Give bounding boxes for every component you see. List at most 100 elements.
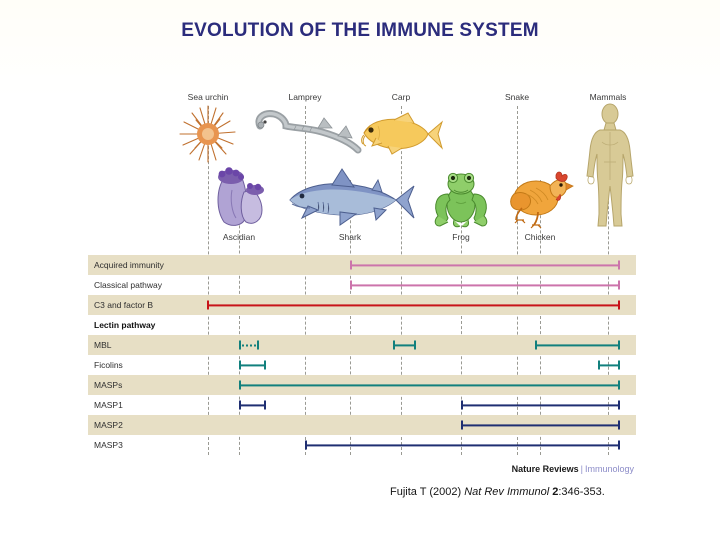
row-label-masps: MASPs bbox=[94, 380, 123, 390]
range-bar-cap-left bbox=[239, 360, 242, 370]
range-bar-cap-left bbox=[461, 400, 464, 410]
timeline-row-masp3: MASP3 bbox=[88, 435, 636, 455]
carp-icon bbox=[358, 110, 444, 156]
row-label-masp3: MASP3 bbox=[94, 440, 123, 450]
timeline-row-c3-and-factor-b: C3 and factor B bbox=[88, 295, 636, 315]
range-bar-mbl-2 bbox=[393, 340, 416, 350]
range-bar-masp1-2 bbox=[461, 400, 620, 410]
range-bar-cap-left bbox=[350, 260, 353, 270]
lineage-line-snake bbox=[517, 106, 518, 455]
row-label-masp2: MASP2 bbox=[94, 420, 123, 430]
range-bar-cap-left bbox=[393, 340, 396, 350]
range-bar-cap-right bbox=[617, 440, 620, 450]
lineage-line-ascidian bbox=[239, 180, 240, 455]
timeline-row-masp2: MASP2 bbox=[88, 415, 636, 435]
range-bar-cap-left bbox=[305, 440, 308, 450]
row-label-classical-pathway: Classical pathway bbox=[94, 280, 163, 290]
range-bar-stem bbox=[350, 263, 620, 267]
range-bar-cap-right bbox=[617, 400, 620, 410]
lineage-line-carp bbox=[401, 106, 402, 455]
range-bar-masp2-1 bbox=[461, 420, 620, 430]
ascidian-icon bbox=[208, 162, 270, 228]
species-label-ascidian: Ascidian bbox=[222, 232, 256, 242]
range-bar-stem bbox=[239, 363, 266, 367]
lineage-line-shark bbox=[350, 180, 351, 455]
range-bar-cap-right bbox=[263, 360, 266, 370]
range-bar-cap-right bbox=[617, 260, 620, 270]
row-label-lectin-pathway: Lectin pathway bbox=[94, 320, 156, 330]
range-bar-c3-and-factor-b-1 bbox=[207, 300, 620, 310]
range-bar-stem bbox=[207, 303, 620, 307]
range-bar-cap-left bbox=[207, 300, 210, 310]
range-bar-acquired-immunity-1 bbox=[350, 260, 620, 270]
range-bar-cap-right bbox=[617, 300, 620, 310]
timeline-row-ficolins: Ficolins bbox=[88, 355, 636, 375]
range-bar-stem bbox=[535, 343, 620, 347]
citation-text: Fujita T (2002) Nat Rev Immunol 2:346-35… bbox=[390, 486, 605, 498]
lineage-line-frog bbox=[461, 180, 462, 455]
timeline-row-lectin-pathway: Lectin pathway bbox=[88, 315, 636, 335]
lineage-line-mammals bbox=[608, 106, 609, 455]
row-label-acquired-immunity: Acquired immunity bbox=[94, 260, 164, 270]
range-bar-cap-right bbox=[617, 280, 620, 290]
row-label-ficolins: Ficolins bbox=[94, 360, 123, 370]
range-bar-stem bbox=[305, 443, 620, 447]
range-bar-stem bbox=[239, 344, 259, 346]
journal-logo: Nature Reviews|Immunology bbox=[512, 464, 634, 474]
range-bar-stem bbox=[598, 363, 620, 367]
range-bar-ficolins-1 bbox=[239, 360, 266, 370]
citation-volume: 2 bbox=[552, 486, 559, 498]
lineage-line-lamprey bbox=[305, 106, 306, 455]
citation-pages: :346-353. bbox=[558, 486, 605, 498]
range-bar-cap-right bbox=[617, 360, 620, 370]
range-bar-classical-pathway-1 bbox=[350, 280, 620, 290]
range-bar-stem bbox=[461, 403, 620, 407]
journal-section: Immunology bbox=[584, 464, 634, 474]
range-bar-cap-right bbox=[617, 340, 620, 350]
species-label-mammals: Mammals bbox=[589, 92, 627, 102]
range-bar-masp3-1 bbox=[305, 440, 620, 450]
chicken-icon bbox=[506, 164, 574, 230]
species-label-snake: Snake bbox=[504, 92, 530, 102]
citation-prefix: Fujita T (2002) bbox=[390, 486, 465, 498]
range-bar-masps-1 bbox=[239, 380, 620, 390]
lineage-line-chicken bbox=[540, 180, 541, 455]
range-bar-cap-left bbox=[535, 340, 538, 350]
range-bar-cap-left bbox=[239, 340, 242, 350]
range-bar-cap-left bbox=[350, 280, 353, 290]
timeline-row-masps: MASPs bbox=[88, 375, 636, 395]
timeline-row-mbl: MBL bbox=[88, 335, 636, 355]
range-bar-cap-left bbox=[461, 420, 464, 430]
range-bar-stem bbox=[461, 423, 620, 427]
row-label-mbl: MBL bbox=[94, 340, 112, 350]
lamprey-icon bbox=[252, 106, 362, 158]
range-bar-cap-left bbox=[239, 400, 242, 410]
range-bar-cap-right bbox=[263, 400, 266, 410]
citation-journal: Nat Rev Immunol bbox=[464, 486, 553, 498]
frog-icon bbox=[432, 168, 490, 230]
range-bar-cap-right bbox=[617, 420, 620, 430]
range-bar-stem bbox=[239, 403, 266, 407]
species-label-carp: Carp bbox=[391, 92, 411, 102]
timeline-row-masp1: MASP1 bbox=[88, 395, 636, 415]
range-bar-stem bbox=[239, 383, 620, 387]
species-label-shark: Shark bbox=[338, 232, 362, 242]
timeline-row-classical-pathway: Classical pathway bbox=[88, 275, 636, 295]
journal-divider: | bbox=[580, 464, 583, 474]
lineage-line-sea-urchin bbox=[208, 106, 209, 455]
species-label-chicken: Chicken bbox=[524, 232, 556, 242]
species-label-sea-urchin: Sea urchin bbox=[187, 92, 229, 102]
range-bar-masp1-1 bbox=[239, 400, 266, 410]
range-bar-stem bbox=[350, 283, 620, 287]
range-bar-cap-left bbox=[598, 360, 601, 370]
shark-icon bbox=[284, 168, 416, 228]
row-label-c3-and-factor-b: C3 and factor B bbox=[94, 300, 154, 310]
page-title: EVOLUTION OF THE IMMUNE SYSTEM bbox=[181, 20, 539, 41]
species-label-frog: Frog bbox=[452, 232, 470, 242]
range-bar-cap-right bbox=[256, 340, 259, 350]
range-bar-cap-right bbox=[413, 340, 416, 350]
species-label-lamprey: Lamprey bbox=[288, 92, 322, 102]
